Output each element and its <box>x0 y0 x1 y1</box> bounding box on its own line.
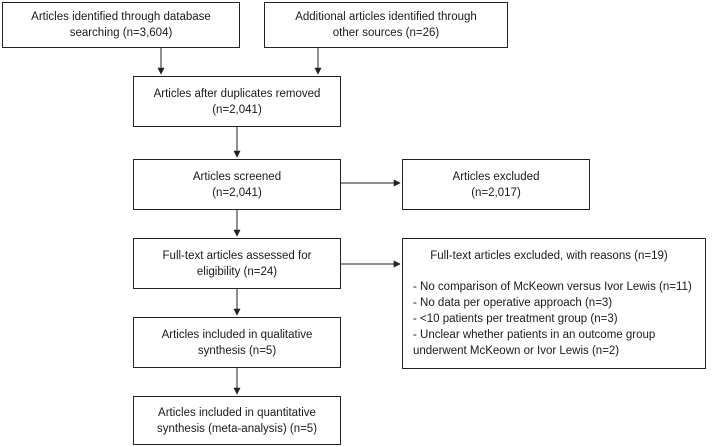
box-screened-line2: (n=2,041) <box>212 186 262 199</box>
box-full-text-line2: eligibility (n=24) <box>196 265 278 278</box>
box-after-duplicates: Articles after duplicates removed (n=2,0… <box>133 76 341 127</box>
box-database-search-line1: Articles identified through database <box>31 11 211 23</box>
box-excluded: Articles excluded (n=2,017) <box>402 159 590 210</box>
box-screened-line1: Articles screened <box>192 170 282 183</box>
full-text-excluded-heading: Full-text articles excluded, with reason… <box>430 250 668 262</box>
box-other-sources: Additional articles identified through o… <box>264 2 508 48</box>
box-quantitative: Articles included in quantitative synthe… <box>133 396 341 445</box>
exclusion-reason-2: - No data per operative approach (n=3) <box>413 297 613 309</box>
box-screened: Articles screened (n=2,041) <box>133 159 341 210</box>
box-quantitative-line1: Articles included in quantitative <box>158 406 316 419</box>
exclusion-reason-4: - Unclear whether patients in an outcome… <box>413 329 656 341</box>
box-excluded-line1: Articles excluded <box>452 170 540 183</box>
exclusion-reason-1: - No comparison of McKeown versus Ivor L… <box>413 281 692 293</box>
exclusion-reason-4-cont: underwent McKeown or Ivor Lewis (n=2) <box>413 345 620 357</box>
box-full-text-excluded: Full-text articles excluded, with reason… <box>402 238 706 369</box>
box-qualitative: Articles included in qualitative synthes… <box>133 317 341 368</box>
exclusion-reason-3: - <10 patients per treatment group (n=3) <box>413 313 618 325</box>
box-full-text: Full-text articles assessed for eligibil… <box>133 238 341 289</box>
box-other-sources-line2: other sources (n=26) <box>332 27 440 39</box>
box-database-search-line2: searching (n=3,604) <box>69 27 173 39</box>
box-full-text-line1: Full-text articles assessed for <box>162 249 312 262</box>
box-after-duplicates-line2: (n=2,041) <box>212 103 262 116</box>
box-qualitative-line2: synthesis (n=5) <box>197 344 277 357</box>
box-quantitative-line2: synthesis (meta-analysis) (n=5) <box>156 422 318 435</box>
box-other-sources-line1: Additional articles identified through <box>295 11 477 23</box>
box-qualitative-line1: Articles included in qualitative <box>161 328 313 341</box>
box-database-search: Articles identified through database sea… <box>2 2 240 48</box>
box-excluded-line2: (n=2,017) <box>471 186 521 199</box>
box-after-duplicates-line1: Articles after duplicates removed <box>153 87 321 100</box>
